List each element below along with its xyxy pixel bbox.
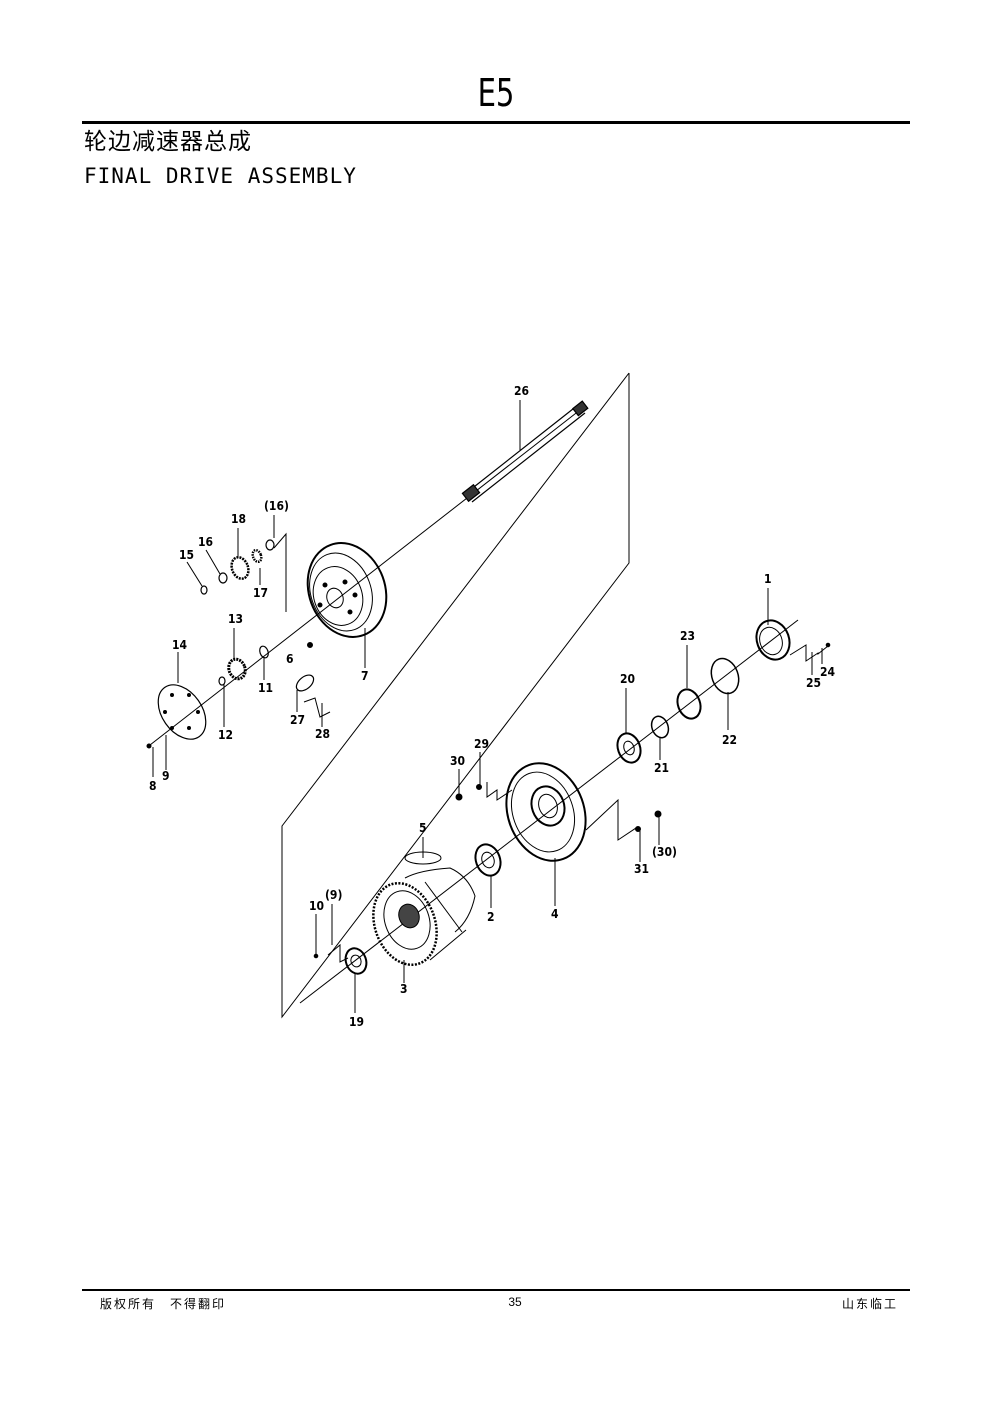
footer-page-number: 35: [508, 1295, 522, 1309]
thrust-washer-part: [218, 676, 226, 686]
connector-zigzag: [327, 943, 349, 963]
footer-brand: 山东临工: [841, 1297, 898, 1311]
axis-line-lower: [299, 619, 799, 1004]
hub-nut-part: [755, 619, 791, 661]
callout-3: 3: [400, 982, 408, 996]
shaft-pin-part: [259, 645, 269, 659]
wheel-hub-part: [505, 762, 587, 862]
leader-lines: [152, 400, 823, 1013]
callout-18: 18: [231, 512, 246, 526]
footer-copyright: 版权所有 不得翻印: [100, 1297, 227, 1311]
callout-14: 14: [172, 638, 188, 652]
axis-line-upper: [149, 409, 581, 746]
planet-gear-part: [230, 556, 250, 580]
spacer-16-part: [218, 572, 228, 584]
callout-16-ref: (16): [264, 499, 289, 513]
half-shaft-part: [461, 400, 589, 503]
title-chinese: 轮边减速器总成: [84, 129, 252, 155]
callout-9: 9: [162, 769, 170, 783]
connector-zigzag: [585, 798, 637, 841]
bearing-19-part: [344, 947, 368, 975]
connector-zigzag: [303, 697, 331, 718]
title-english: FINAL DRIVE ASSEMBLY: [84, 164, 357, 188]
callout-30: 30: [450, 754, 465, 768]
callout-31: 31: [634, 862, 649, 876]
callout-19: 19: [349, 1015, 364, 1029]
sun-gear-part: [227, 657, 247, 681]
page-code: E5: [477, 71, 515, 115]
callout-6: 6: [286, 652, 294, 666]
end-cover-part: [157, 684, 207, 740]
callout-26: 26: [514, 384, 529, 398]
callout-4: 4: [551, 907, 559, 921]
footer-rule: [82, 1289, 910, 1291]
callout-24: 24: [820, 665, 836, 679]
callout-20: 20: [620, 672, 635, 686]
callout-23: 23: [680, 629, 695, 643]
connector-zigzag: [273, 532, 287, 612]
callout-2: 2: [487, 910, 495, 924]
connector-zigzag: [486, 782, 513, 801]
assembly-frame: [281, 372, 630, 1019]
callout-9-ref: (9): [325, 888, 342, 902]
callout-30-ref: (30): [652, 845, 677, 859]
callout-5: 5: [419, 821, 427, 835]
bearing-2-part: [474, 843, 502, 877]
callout-13: 13: [228, 612, 243, 626]
callout-10: 10: [309, 899, 324, 913]
bearing-20-part: [616, 732, 642, 764]
header-rule: [82, 121, 910, 124]
callout-8: 8: [149, 779, 157, 793]
callout-7: 7: [361, 669, 369, 683]
needle-bearing-part: [251, 548, 263, 564]
pin-27-part: [295, 674, 315, 692]
callout-12: 12: [218, 728, 233, 742]
callout-25: 25: [806, 676, 821, 690]
spacer-16-ref-part: [265, 539, 275, 551]
callout-28: 28: [315, 727, 330, 741]
planet-carrier-part: [306, 542, 388, 638]
callout-15: 15: [179, 548, 194, 562]
circlip-15-part: [200, 585, 208, 595]
callout-29: 29: [474, 737, 489, 751]
ring-gear-part: [372, 881, 467, 967]
callout-27: 27: [290, 713, 305, 727]
o-ring-22-part: [710, 657, 740, 695]
callout-22: 22: [722, 733, 737, 747]
retainer-21-part: [650, 715, 670, 739]
callout-16: 16: [198, 535, 213, 549]
callout-11: 11: [258, 681, 273, 695]
callout-21: 21: [654, 761, 669, 775]
callout-1: 1: [764, 572, 772, 586]
ring-23-part: [676, 688, 702, 720]
callout-17: 17: [253, 586, 268, 600]
